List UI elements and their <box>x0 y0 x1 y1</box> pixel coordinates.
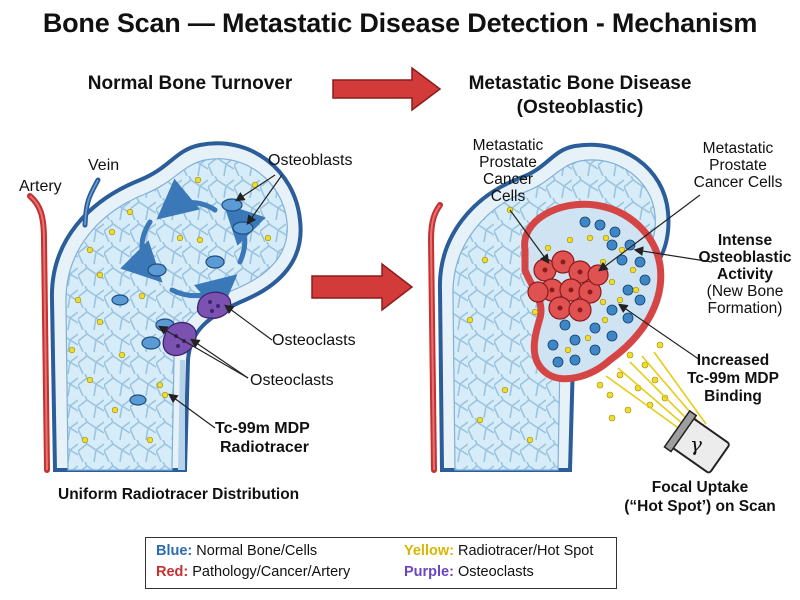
label-osteoclasts-2: Osteoclasts <box>250 372 334 389</box>
gamma-detector <box>663 409 730 474</box>
gamma-symbol: γ <box>690 432 702 456</box>
activated-osteoblasts <box>547 216 651 368</box>
legend-red: Red: Pathology/Cancer/Artery <box>156 564 351 580</box>
osteoclast-cells <box>162 291 232 357</box>
label-artery: Artery <box>19 178 62 195</box>
legend-blue: Blue: Normal Bone/Cells <box>156 543 318 559</box>
legend-purple: Purple: Osteoclasts <box>404 564 534 580</box>
left-heading: Normal Bone Turnover <box>87 73 293 94</box>
left-caption: Uniform Radiotracer Distribution <box>58 486 300 503</box>
transition-arrow-middle <box>311 262 414 312</box>
label-osteoclasts-1: Osteoclasts <box>272 332 356 349</box>
label-vein: Vein <box>88 157 120 174</box>
label-osteoblasts: Osteoblasts <box>268 152 353 169</box>
label-radiotracer-line2: Radiotracer <box>220 439 309 456</box>
page-title: Bone Scan — Metastatic Disease Detection… <box>42 8 758 38</box>
label-cancer-cells-b: Metastatic Prostate Cancer Cells <box>693 140 783 191</box>
label-osteoblastic-activity: Intense Osteoblastic Activity (New Bone … <box>698 232 792 317</box>
legend-yellow: Yellow: Radiotracer/Hot Spot <box>404 543 594 559</box>
radiotracer-dots <box>68 176 272 444</box>
label-increased-binding: Increased Tc-99m MDP Binding <box>687 352 779 405</box>
normal-bone <box>27 141 303 473</box>
label-radiotracer-line1: Tc-99m MDP <box>215 420 310 437</box>
right-heading-sub: (Osteoblastic) <box>516 97 644 118</box>
transition-arrow-top <box>332 66 442 112</box>
color-legend: Blue: Normal Bone/Cells Yellow: Radiotra… <box>145 537 617 589</box>
label-focal-uptake: Focal Uptake (“Hot Spot’) on Scan <box>624 479 776 515</box>
osteoblast-cells <box>111 198 254 406</box>
right-heading: Metastatic Bone Disease <box>468 73 692 94</box>
metastatic-bone <box>427 142 730 474</box>
label-cancer-cells-a: Metastatic Prostate Cancer Cells <box>472 137 544 205</box>
